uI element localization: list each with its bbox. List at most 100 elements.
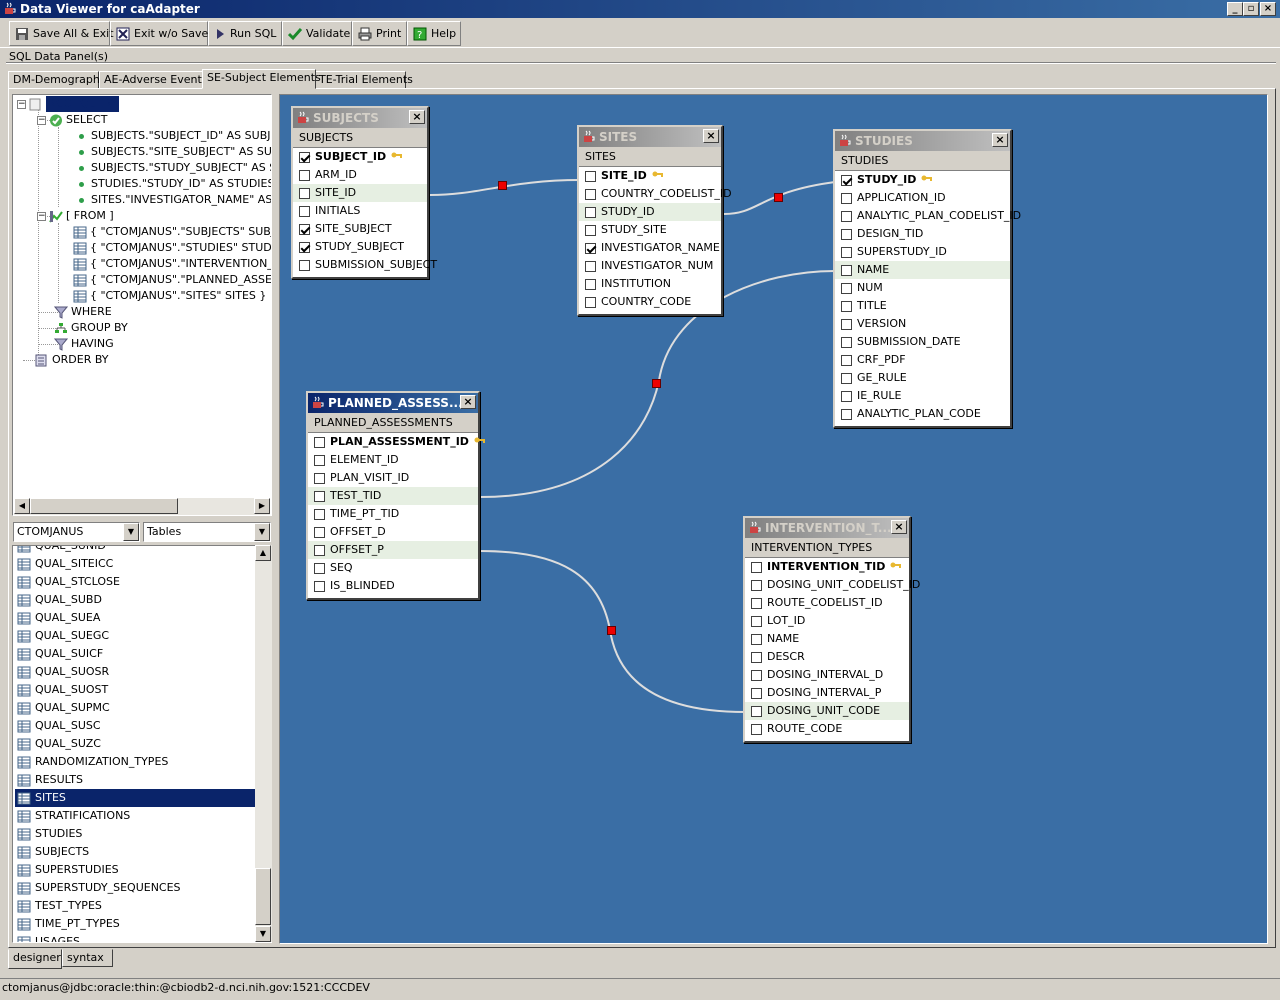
join-marker[interactable]	[607, 626, 616, 635]
column-row[interactable]: SITE_SUBJECT	[293, 220, 427, 238]
column-row[interactable]: ANALYTIC_PLAN_CODELIST_ID	[835, 207, 1021, 225]
column-row[interactable]: OFFSET_D	[308, 523, 478, 541]
column-row[interactable]: INITIALS	[293, 202, 427, 220]
column-row[interactable]: OFFSET_P	[308, 541, 478, 559]
column-row[interactable]: TIME_PT_TID	[308, 505, 478, 523]
collapse-icon[interactable]: −	[17, 98, 26, 109]
column-checkbox[interactable]	[841, 174, 852, 186]
maximize-button[interactable]: ▫	[1243, 2, 1259, 16]
column-checkbox[interactable]	[299, 223, 310, 235]
join-marker[interactable]	[774, 193, 783, 202]
column-checkbox[interactable]	[841, 372, 852, 384]
validate-button[interactable]: Validate	[282, 21, 352, 46]
table-list-item[interactable]: SUPERSTUDY_SEQUENCES	[15, 879, 255, 897]
tree-from-item[interactable]: { "CTOMJANUS"."SITES" SITES }	[73, 288, 266, 304]
column-row[interactable]: STUDY_SUBJECT	[293, 238, 427, 256]
tree-select-item[interactable]: STUDIES."STUDY_ID" AS STUDIES_S	[79, 176, 271, 192]
column-row[interactable]: LOT_ID	[745, 612, 909, 630]
table-box-title-bar[interactable]: STUDIES×	[835, 131, 1010, 151]
column-row[interactable]: IS_BLINDED	[308, 577, 478, 595]
column-checkbox[interactable]	[841, 336, 852, 348]
object-type-select[interactable]: Tables ▼	[143, 522, 271, 542]
tree-from-item[interactable]: { "CTOMJANUS"."INTERVENTION_TY	[73, 256, 271, 272]
run-sql-button[interactable]: Run SQL	[208, 21, 282, 46]
column-row[interactable]: INSTITUTION	[579, 275, 721, 293]
column-checkbox[interactable]	[841, 390, 852, 402]
tree-horizontal-scrollbar[interactable]: ◀ ▶	[14, 498, 270, 515]
table-box-title-bar[interactable]: SUBJECTS×	[293, 108, 427, 128]
column-checkbox[interactable]	[751, 669, 762, 681]
table-list-item[interactable]: SUBJECTS	[15, 843, 255, 861]
column-row[interactable]: DOSING_INTERVAL_P	[745, 684, 909, 702]
column-row[interactable]: NAME	[835, 261, 1010, 279]
column-row[interactable]: STUDY_ID	[835, 171, 1010, 189]
tree-having[interactable]: HAVING	[54, 336, 114, 352]
column-checkbox[interactable]	[841, 408, 852, 420]
column-row[interactable]: COUNTRY_CODELIST_ID	[579, 185, 732, 203]
table-list-item[interactable]: TIME_PT_TYPES	[15, 915, 255, 933]
query-tree[interactable]: − ROOTQUERY − SELECT SUBJECTS."SUBJECT_I…	[12, 94, 272, 516]
scroll-left-button[interactable]: ◀	[14, 498, 30, 514]
print-button[interactable]: Print	[352, 21, 407, 46]
column-checkbox[interactable]	[841, 354, 852, 366]
table-list-item[interactable]: QUAL_SITEICC	[15, 555, 255, 573]
column-checkbox[interactable]	[751, 705, 762, 717]
column-checkbox[interactable]	[585, 242, 596, 254]
table-list-item[interactable]: QUAL_STCLOSE	[15, 573, 255, 591]
column-checkbox[interactable]	[841, 246, 852, 258]
table-list-item[interactable]: RESULTS	[15, 771, 255, 789]
column-checkbox[interactable]	[585, 206, 596, 218]
column-checkbox[interactable]	[841, 282, 852, 294]
table-list-item[interactable]: QUAL_SUEA	[15, 609, 255, 627]
column-checkbox[interactable]	[314, 544, 325, 556]
tree-select-item[interactable]: SUBJECTS."SITE_SUBJECT" AS SUBJ	[79, 144, 271, 160]
column-row[interactable]: COUNTRY_CODE	[579, 293, 721, 311]
column-checkbox[interactable]	[299, 259, 310, 271]
column-row[interactable]: DOSING_INTERVAL_D	[745, 666, 909, 684]
column-row[interactable]: CRF_PDF	[835, 351, 1010, 369]
tree-where[interactable]: WHERE	[54, 304, 112, 320]
tree-select-item[interactable]: SUBJECTS."SUBJECT_ID" AS SUBJEC	[79, 128, 271, 144]
column-checkbox[interactable]	[314, 580, 325, 592]
tree-from-item[interactable]: { "CTOMJANUS"."PLANNED_ASSESSM	[73, 272, 271, 288]
column-row[interactable]: INVESTIGATOR_NUM	[579, 257, 721, 275]
close-icon[interactable]: ×	[409, 110, 425, 124]
column-checkbox[interactable]	[751, 723, 762, 735]
table-list-item[interactable]: USAGES	[15, 933, 255, 942]
table-box-title-bar[interactable]: INTERVENTION_T...×	[745, 518, 909, 538]
dropdown-arrow-icon[interactable]: ▼	[254, 523, 270, 541]
scroll-up-button[interactable]: ▲	[255, 545, 271, 561]
column-checkbox[interactable]	[314, 508, 325, 520]
table-list-item[interactable]: QUAL_SUPMC	[15, 699, 255, 717]
column-checkbox[interactable]	[585, 224, 596, 236]
tab-dm-demography[interactable]: DM-Demography	[8, 71, 106, 89]
table-list-item[interactable]: QUAL_SUICF	[15, 645, 255, 663]
tab-se-subject-elements[interactable]: SE-Subject Elements	[202, 69, 321, 89]
tab-syntax[interactable]: syntax	[62, 949, 113, 967]
column-checkbox[interactable]	[299, 169, 310, 181]
column-row[interactable]: DOSING_UNIT_CODELIST_ID	[745, 576, 920, 594]
tree-root[interactable]: − ROOTQUERY	[17, 96, 119, 112]
column-row[interactable]: INVESTIGATOR_NAME	[579, 239, 721, 257]
column-checkbox[interactable]	[841, 192, 852, 204]
save-all-exit-button[interactable]: Save All & Exit	[9, 21, 114, 46]
column-row[interactable]: SEQ	[308, 559, 478, 577]
minimize-button[interactable]: _	[1227, 2, 1243, 16]
column-row[interactable]: GE_RULE	[835, 369, 1010, 387]
column-row[interactable]: IE_RULE	[835, 387, 1010, 405]
column-row[interactable]: APPLICATION_ID	[835, 189, 1010, 207]
table-list-item[interactable]: SUPERSTUDIES	[15, 861, 255, 879]
scroll-right-button[interactable]: ▶	[254, 498, 270, 514]
scroll-thumb[interactable]	[30, 498, 178, 514]
column-row[interactable]: SITE_ID	[579, 167, 721, 185]
column-checkbox[interactable]	[751, 579, 762, 591]
column-checkbox[interactable]	[299, 151, 310, 163]
column-checkbox[interactable]	[751, 615, 762, 627]
column-checkbox[interactable]	[314, 562, 325, 574]
column-row[interactable]: ROUTE_CODE	[745, 720, 909, 738]
column-checkbox[interactable]	[585, 278, 596, 290]
column-row[interactable]: TITLE	[835, 297, 1010, 315]
